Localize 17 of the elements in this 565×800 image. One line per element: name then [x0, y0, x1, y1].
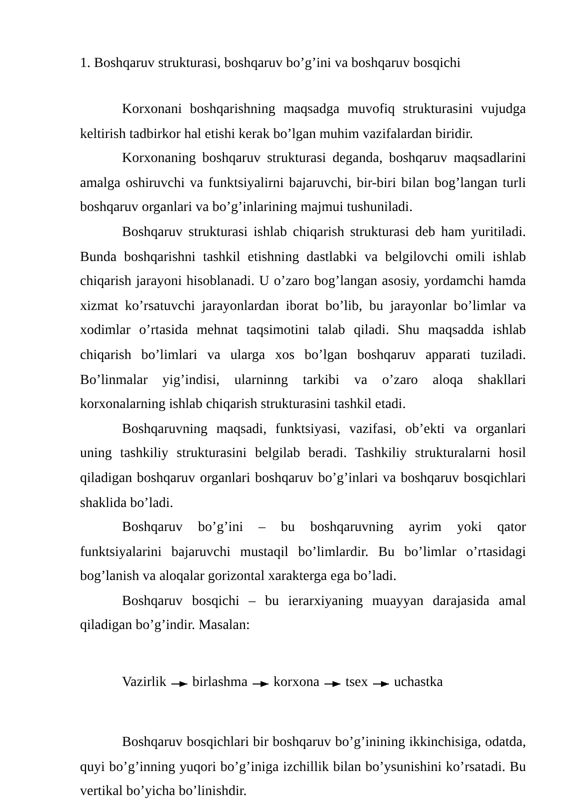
- level-label: Vazirlik: [122, 673, 166, 694]
- level-label: tsex: [345, 673, 368, 694]
- paragraph: Korxonani boshqarishning maqsadga muvofiq strukturasini vujudga keltirish tadbirkor hal etishi kerak bo’lgan muhim vazifalardan biridir.: [80, 101, 526, 144]
- arrow: [324, 681, 341, 688]
- paragraph: Boshqaruv bosqichlari bir boshqaruv bo’g’inining ikkinchisiga, odatda, quyi bo’g’inning yuqori bo’g’iniga izchillik bilan bo’ysunishini ko’rsatadi. Bu vertikal bo’yicha bo’linishdir.: [80, 734, 526, 800]
- paragraph: Boshqaruvning maqsadi, funktsiyasi, vazifasi, ob’ekti va organlari uning tashkiliy strukturasini belgilab beradi. Tashkiliy strukturalarni hosil qiladigan boshqaruv organlari boshqaruv bo’g’inlari va boshqaruv bosqichlari shaklida bo’ladi.: [80, 420, 526, 512]
- paragraph: Boshqaruv bosqichi – bu ierarxiyaning muayyan darajasida amal qiladigan bo’g’indir. Masalan:: [80, 592, 526, 636]
- level-label: uchastka: [394, 673, 443, 694]
- level-label: birlashma: [192, 673, 248, 694]
- paragraph: Korxonaning boshqaruv strukturasi deganda, boshqaruv maqsadlarini amalga oshiruvchi va funktsiyalirni bajaruvchi, bir-biri bilan bog’langan turli boshqaruv organlari va bo’g’inlarining majmui tushuniladi.: [80, 150, 526, 218]
- arrow: [170, 681, 188, 688]
- paragraph: Boshqaruv strukturasi ishlab chiqarish strukturasi deb ham yuritiladi. Bunda boshqarishni tashkil etishning dastlabki va belgilovchi omili ishlab chiqarish jarayoni hisoblanadi. U o’zaro bog’langan asosiy, yordamchi hamda xizmat ko’rsatuvchi jarayonlardan iborat bo’lib, bu jarayonlar bo’limlar va xodimlar o’rtasida mehnat taqsimotini talab qiladi. Shu maqsadda ishlab chiqarish bo’limlari va ularga xos bo’lgan boshqaruv apparati tuziladi. Bo’linmalar yig’indisi, ularninng tarkibi va o’zaro aloqa shakllari korxonalarning ishlab chiqarish strukturasini tashkil etadi.: [80, 224, 526, 414]
- paragraph: Boshqaruv bo’g’ini – bu boshqaruvning ayrim yoki qator funktsiyalarini bajaruvchi mustaqil bo’limlardir. Bu bo’limlar o’rtasidagi bog’lanish va aloqalar gorizontal xarakterga ega bo’ladi.: [80, 519, 526, 586]
- level-label: korxona: [274, 673, 320, 694]
- arrow: [372, 681, 390, 688]
- section-heading: 1. Boshqaruv strukturasi, boshqaruv bo’g’ini va boshqaruv bosqichi: [80, 55, 462, 73]
- arrow: [252, 681, 270, 688]
